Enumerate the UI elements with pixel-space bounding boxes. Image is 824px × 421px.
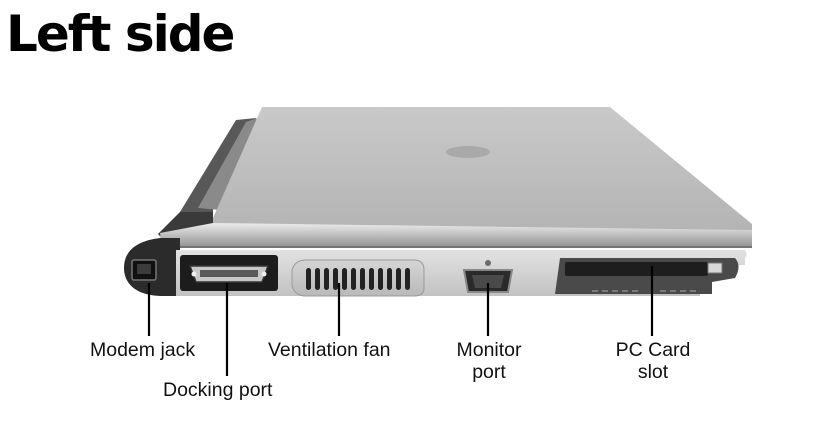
base-grip-marks: [592, 290, 696, 292]
vent-slots: [306, 268, 410, 290]
label-ventilation-fan: Ventilation fan: [268, 339, 391, 361]
page-title: Left side: [6, 5, 235, 63]
label-monitor-port: Monitor port: [456, 339, 522, 383]
lid-edge: [160, 223, 752, 248]
callout-lines: [147, 266, 654, 376]
label-docking-port: Docking port: [163, 379, 273, 401]
label-modem-jack: Modem jack: [90, 339, 196, 361]
label-pc-card-slot: PC Card slot: [615, 339, 691, 383]
lid-logo: [446, 146, 490, 158]
vent-grille: [291, 259, 425, 297]
pc-card-slot-opening: [565, 262, 708, 276]
laptop-lid: [213, 107, 752, 232]
